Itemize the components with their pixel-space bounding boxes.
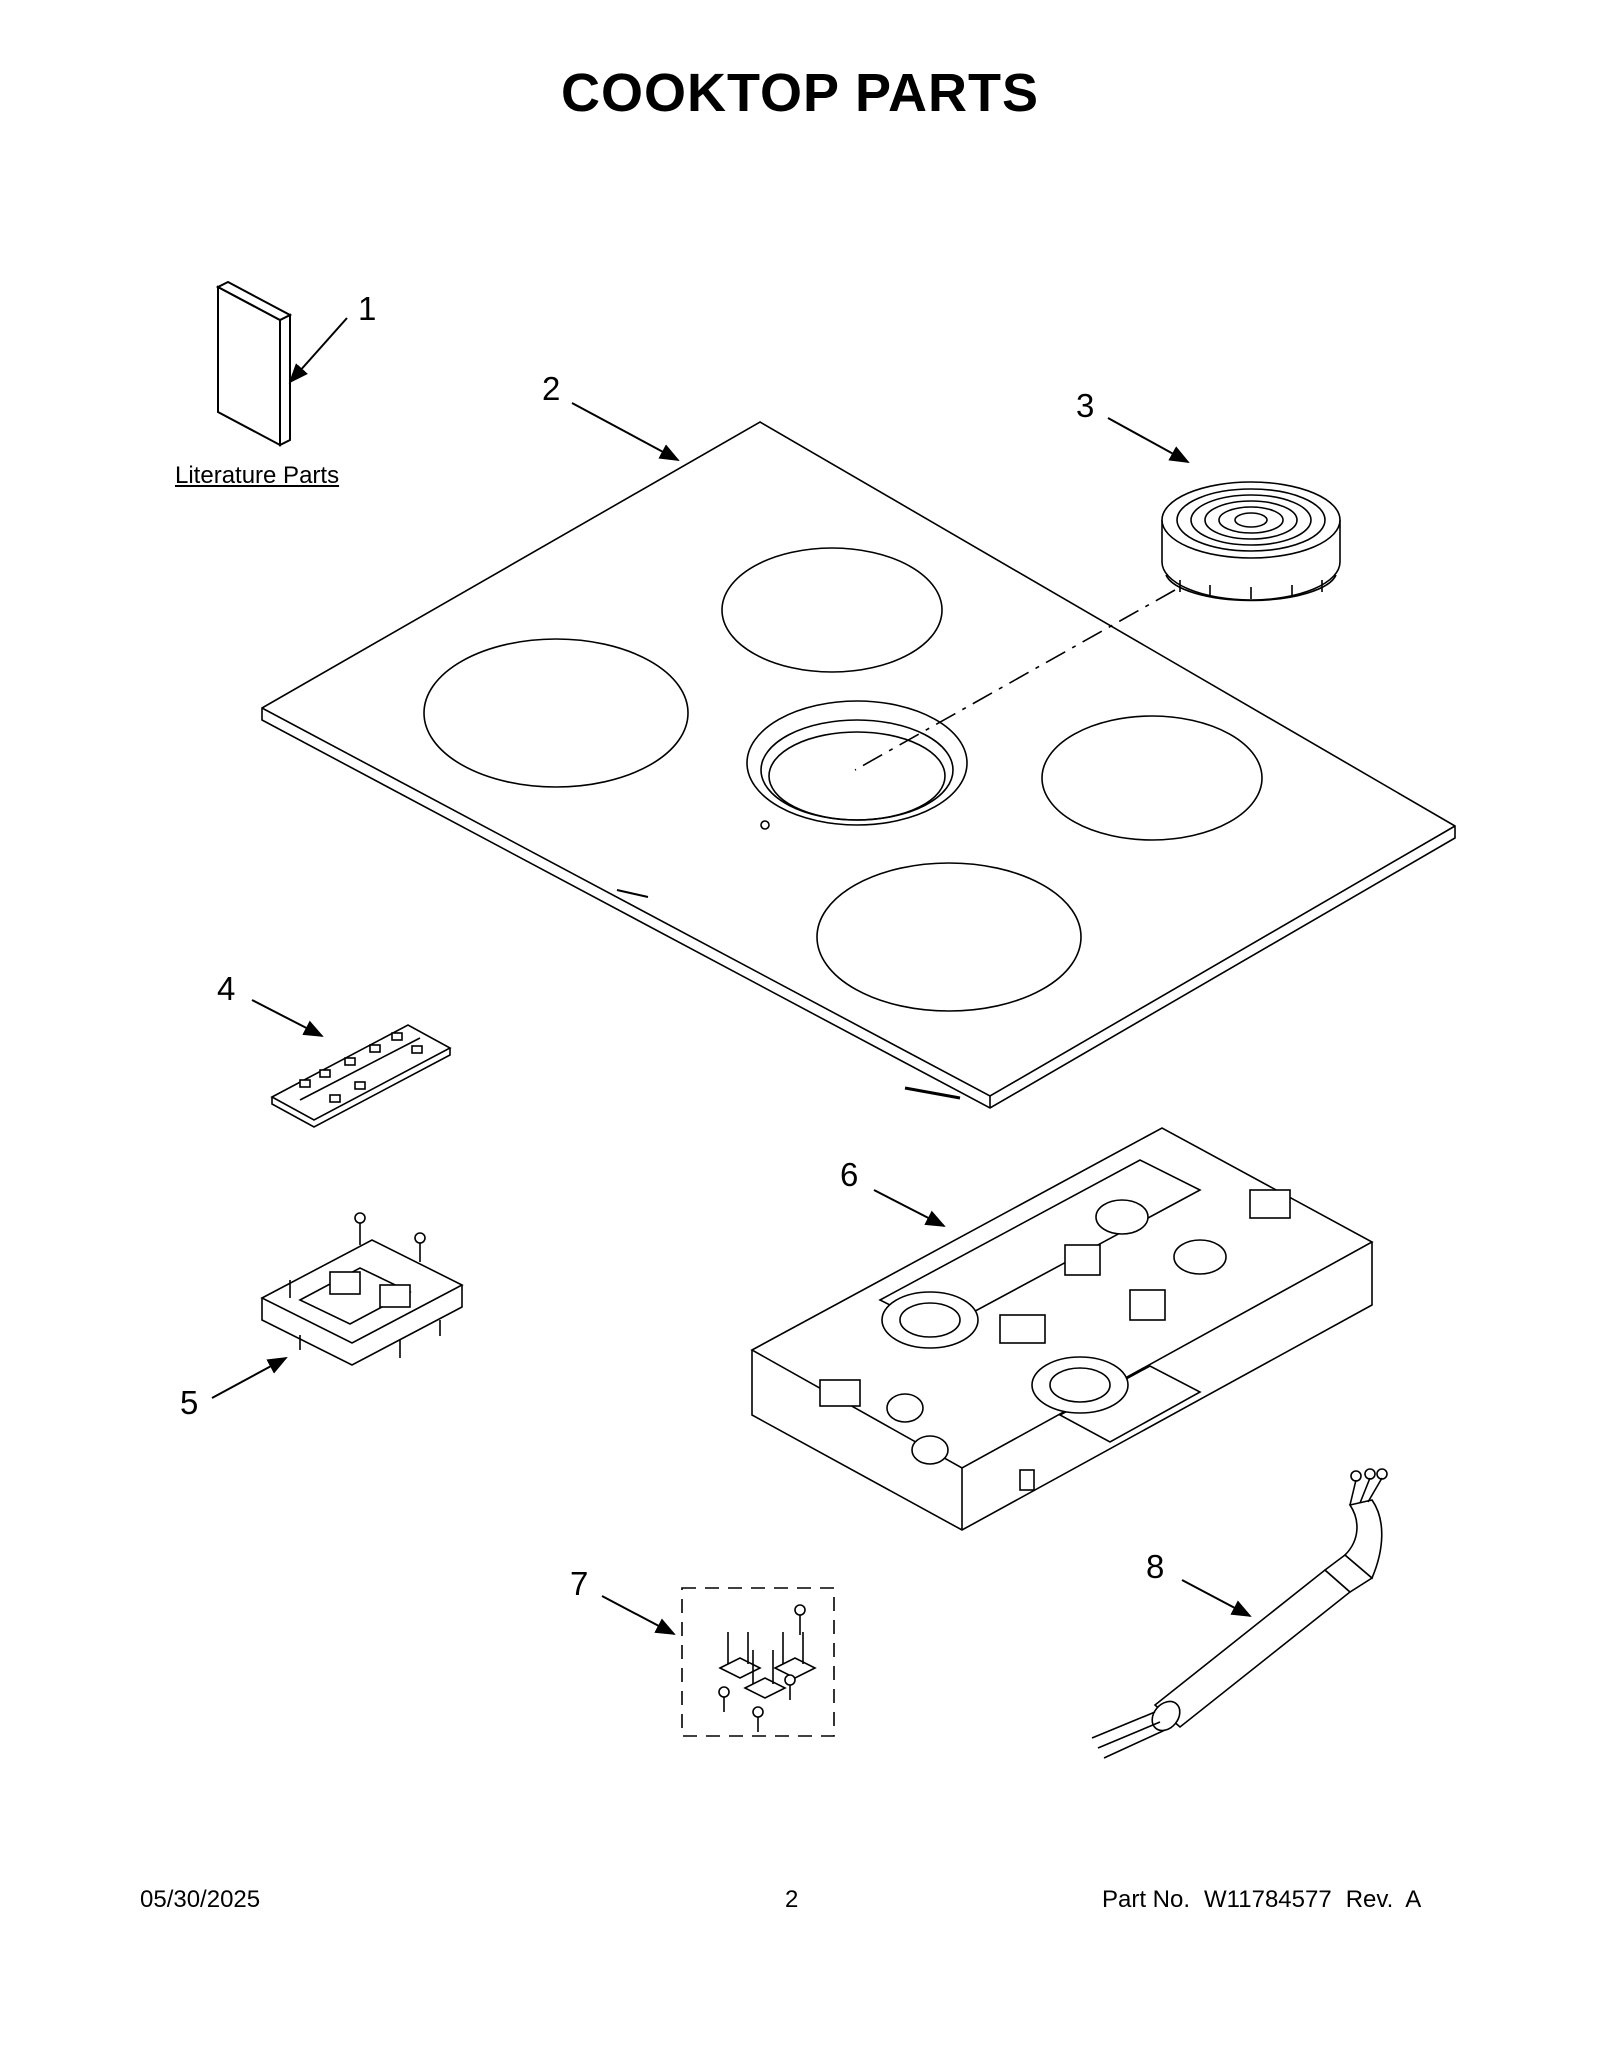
radiant-element-icon [1161,481,1341,602]
glass-cooktop-icon [261,421,1456,1109]
callout-7: 7 [570,1565,589,1602]
callout-1: 1 [358,290,377,327]
page-title: COOKTOP PARTS [560,63,1040,123]
revision: Rev. A [1345,1886,1422,1913]
alignment-dashed-line [854,589,1176,771]
board-bracket-icon [260,1212,464,1366]
callout-arrow-2 [571,402,680,461]
part-number-label: Part No. [1102,1886,1191,1913]
bracket-screw-kit-icon [681,1587,835,1737]
literature-parts-label: Literature Parts [175,462,340,489]
power-cord-conduit-icon [1091,1468,1388,1759]
callout-4: 4 [217,970,236,1007]
callout-arrow-1 [288,317,348,384]
footer-date: 05/30/2025 [140,1886,261,1913]
callout-arrow-3 [1107,417,1190,463]
callout-3: 3 [1076,387,1095,424]
callout-6: 6 [840,1156,859,1193]
footer-page-number: 2 [785,1886,799,1913]
callout-arrow-8 [1181,1579,1252,1617]
callout-5: 5 [180,1384,199,1421]
control-board-icon [270,1024,452,1128]
callout-arrow-7 [601,1595,676,1635]
literature-booklet-icon [215,280,293,447]
callout-8: 8 [1146,1548,1165,1585]
callout-2: 2 [542,370,561,407]
part-number: W11784577 [1204,1886,1332,1913]
callout-arrow-6 [873,1189,946,1227]
induction-base-assembly-icon [750,1127,1374,1531]
callout-arrow-5 [211,1357,288,1399]
callout-arrow-4 [251,999,324,1037]
footer-part-info: Part No. W11784577 Rev. A [1102,1886,1435,1914]
